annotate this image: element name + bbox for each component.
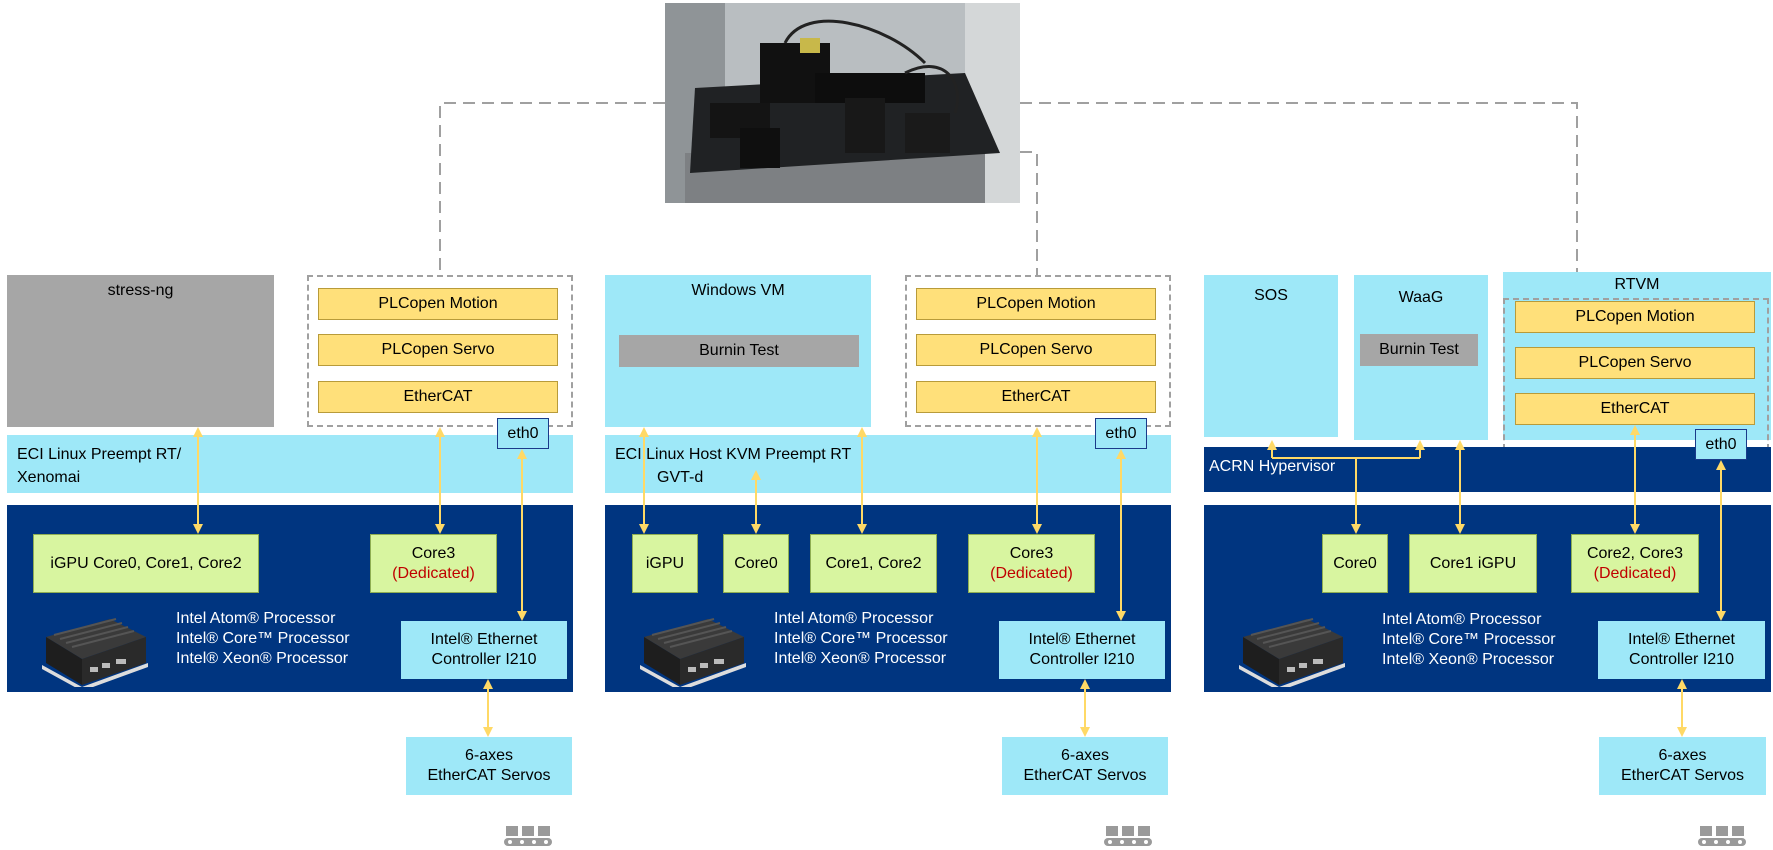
core3-label-2: Core3 xyxy=(1009,544,1054,562)
dedicated-core-3: Core2, Core3 (Dedicated) xyxy=(1571,534,1699,593)
servo-conveyor-icon xyxy=(504,826,552,846)
sos-label: SOS xyxy=(1254,287,1288,304)
dashed-link-2 xyxy=(1020,151,1038,275)
controller-line2-2: Controller I210 xyxy=(1029,651,1135,668)
plcopen-motion-3: PLCopen Motion xyxy=(1515,301,1755,333)
controller-line1-3: Intel® Ethernet xyxy=(1628,631,1735,648)
burnin-test-1: Burnin Test xyxy=(619,335,859,367)
servo-line1-1: 6-axes xyxy=(464,747,514,764)
servo-conveyor-icon xyxy=(1698,826,1746,846)
servo-box-1: 6-axes EtherCAT Servos xyxy=(406,737,572,795)
industrial-pc-icon xyxy=(640,618,746,687)
dashed-link-3 xyxy=(1020,102,1578,298)
ethercat-1: EtherCAT xyxy=(318,381,558,413)
controller-line2-3: Controller I210 xyxy=(1629,651,1734,668)
os-label-1b: Xenomai xyxy=(17,469,81,486)
os-bar-2: ECI Linux Host KVM Preempt RT GVT-d xyxy=(605,435,1171,493)
processor-xeon-3: Intel® Xeon® Processor xyxy=(1382,651,1555,668)
igpu-2: iGPU xyxy=(632,534,698,593)
ethernet-controller-1: Intel® Ethernet Controller I210 xyxy=(401,621,567,679)
processor-xeon-1: Intel® Xeon® Processor xyxy=(176,650,349,667)
stress-ng-label: stress-ng xyxy=(107,282,174,299)
os-bar-1: ECI Linux Preempt RT/ Xenomai xyxy=(7,435,573,493)
ethercat-2: EtherCAT xyxy=(916,381,1156,413)
processor-atom-1: Intel Atom® Processor xyxy=(176,610,336,627)
processor-list-3: Intel Atom® Processor Intel® Core™ Proce… xyxy=(1382,610,1582,670)
dedicated-label-3: (Dedicated) xyxy=(1593,564,1677,582)
processor-core-1: Intel® Core™ Processor xyxy=(176,630,350,647)
hypervisor-bar: ACRN Hypervisor xyxy=(1204,447,1771,492)
eth0-port-3: eth0 xyxy=(1695,429,1747,460)
sos-box: SOS xyxy=(1204,275,1338,437)
eth0-port-2: eth0 xyxy=(1095,418,1147,449)
processor-xeon-2: Intel® Xeon® Processor xyxy=(774,650,947,667)
os-label-2a: ECI Linux Host KVM Preempt RT xyxy=(615,446,852,463)
core0-2: Core0 xyxy=(723,534,789,593)
windows-vm-label: Windows VM xyxy=(691,282,785,299)
dedicated-core-1: Core3 (Dedicated) xyxy=(370,534,497,593)
processor-list-1: Intel Atom® Processor Intel® Core™ Proce… xyxy=(176,609,376,669)
processor-atom-3: Intel Atom® Processor xyxy=(1382,611,1542,628)
os-label-1a: ECI Linux Preempt RT/ xyxy=(17,446,182,463)
industrial-pc-icon xyxy=(42,618,148,687)
dedicated-core-2: Core3 (Dedicated) xyxy=(968,534,1095,593)
rtvm-label: RTVM xyxy=(1614,276,1660,293)
servo-line1-3: 6-axes xyxy=(1658,747,1707,764)
core1-igpu-3: Core1 iGPU xyxy=(1409,534,1537,593)
rt-stack-box-2 xyxy=(905,275,1171,427)
dashed-link-1 xyxy=(439,102,665,275)
eth0-port-1: eth0 xyxy=(497,418,549,449)
controller-line2-1: Controller I210 xyxy=(431,651,537,668)
servo-line2-3: EtherCAT Servos xyxy=(1620,767,1744,784)
os-label-2b: GVT-d xyxy=(657,469,704,486)
plcopen-servo-3: PLCopen Servo xyxy=(1515,347,1755,379)
plcopen-motion-1: PLCopen Motion xyxy=(318,288,558,320)
ethernet-controller-2: Intel® Ethernet Controller I210 xyxy=(999,621,1165,679)
controller-line1-1: Intel® Ethernet xyxy=(430,631,538,648)
rt-stack-box-1 xyxy=(307,275,573,427)
burnin-test-2: Burnin Test xyxy=(1360,334,1478,366)
processor-atom-2: Intel Atom® Processor xyxy=(774,610,934,627)
dedicated-label-2: (Dedicated) xyxy=(990,564,1073,582)
plcopen-servo-1: PLCopen Servo xyxy=(318,334,558,366)
core1-core2-2: Core1, Core2 xyxy=(810,534,937,593)
core0-3: Core0 xyxy=(1322,534,1388,593)
core3-label-1: Core3 xyxy=(411,544,456,562)
servo-line1-2: 6-axes xyxy=(1060,747,1110,764)
stress-ng-box: stress-ng xyxy=(7,275,274,427)
dedicated-label-1: (Dedicated) xyxy=(392,564,475,582)
waag-label: WaaG xyxy=(1398,289,1444,306)
robot-test-rig-photo xyxy=(665,3,1020,203)
servo-line2-1: EtherCAT Servos xyxy=(427,767,551,784)
ethernet-controller-3: Intel® Ethernet Controller I210 xyxy=(1598,621,1765,679)
core23-label-3: Core2, Core3 xyxy=(1586,544,1684,562)
servo-conveyor-icon xyxy=(1104,826,1152,846)
processor-list-2: Intel Atom® Processor Intel® Core™ Proce… xyxy=(774,609,974,669)
plcopen-servo-2: PLCopen Servo xyxy=(916,334,1156,366)
hypervisor-label: ACRN Hypervisor xyxy=(1209,458,1336,475)
servo-box-3: 6-axes EtherCAT Servos xyxy=(1599,737,1766,795)
processor-core-2: Intel® Core™ Processor xyxy=(774,630,948,647)
processor-core-3: Intel® Core™ Processor xyxy=(1382,631,1556,648)
servo-box-2: 6-axes EtherCAT Servos xyxy=(1002,737,1168,795)
plcopen-motion-2: PLCopen Motion xyxy=(916,288,1156,320)
servo-line2-2: EtherCAT Servos xyxy=(1023,767,1147,784)
ethercat-3: EtherCAT xyxy=(1515,393,1755,425)
industrial-pc-icon xyxy=(1239,618,1345,687)
controller-line1-2: Intel® Ethernet xyxy=(1028,631,1136,648)
cores-igpu-1: iGPU Core0, Core1, Core2 xyxy=(33,534,259,593)
